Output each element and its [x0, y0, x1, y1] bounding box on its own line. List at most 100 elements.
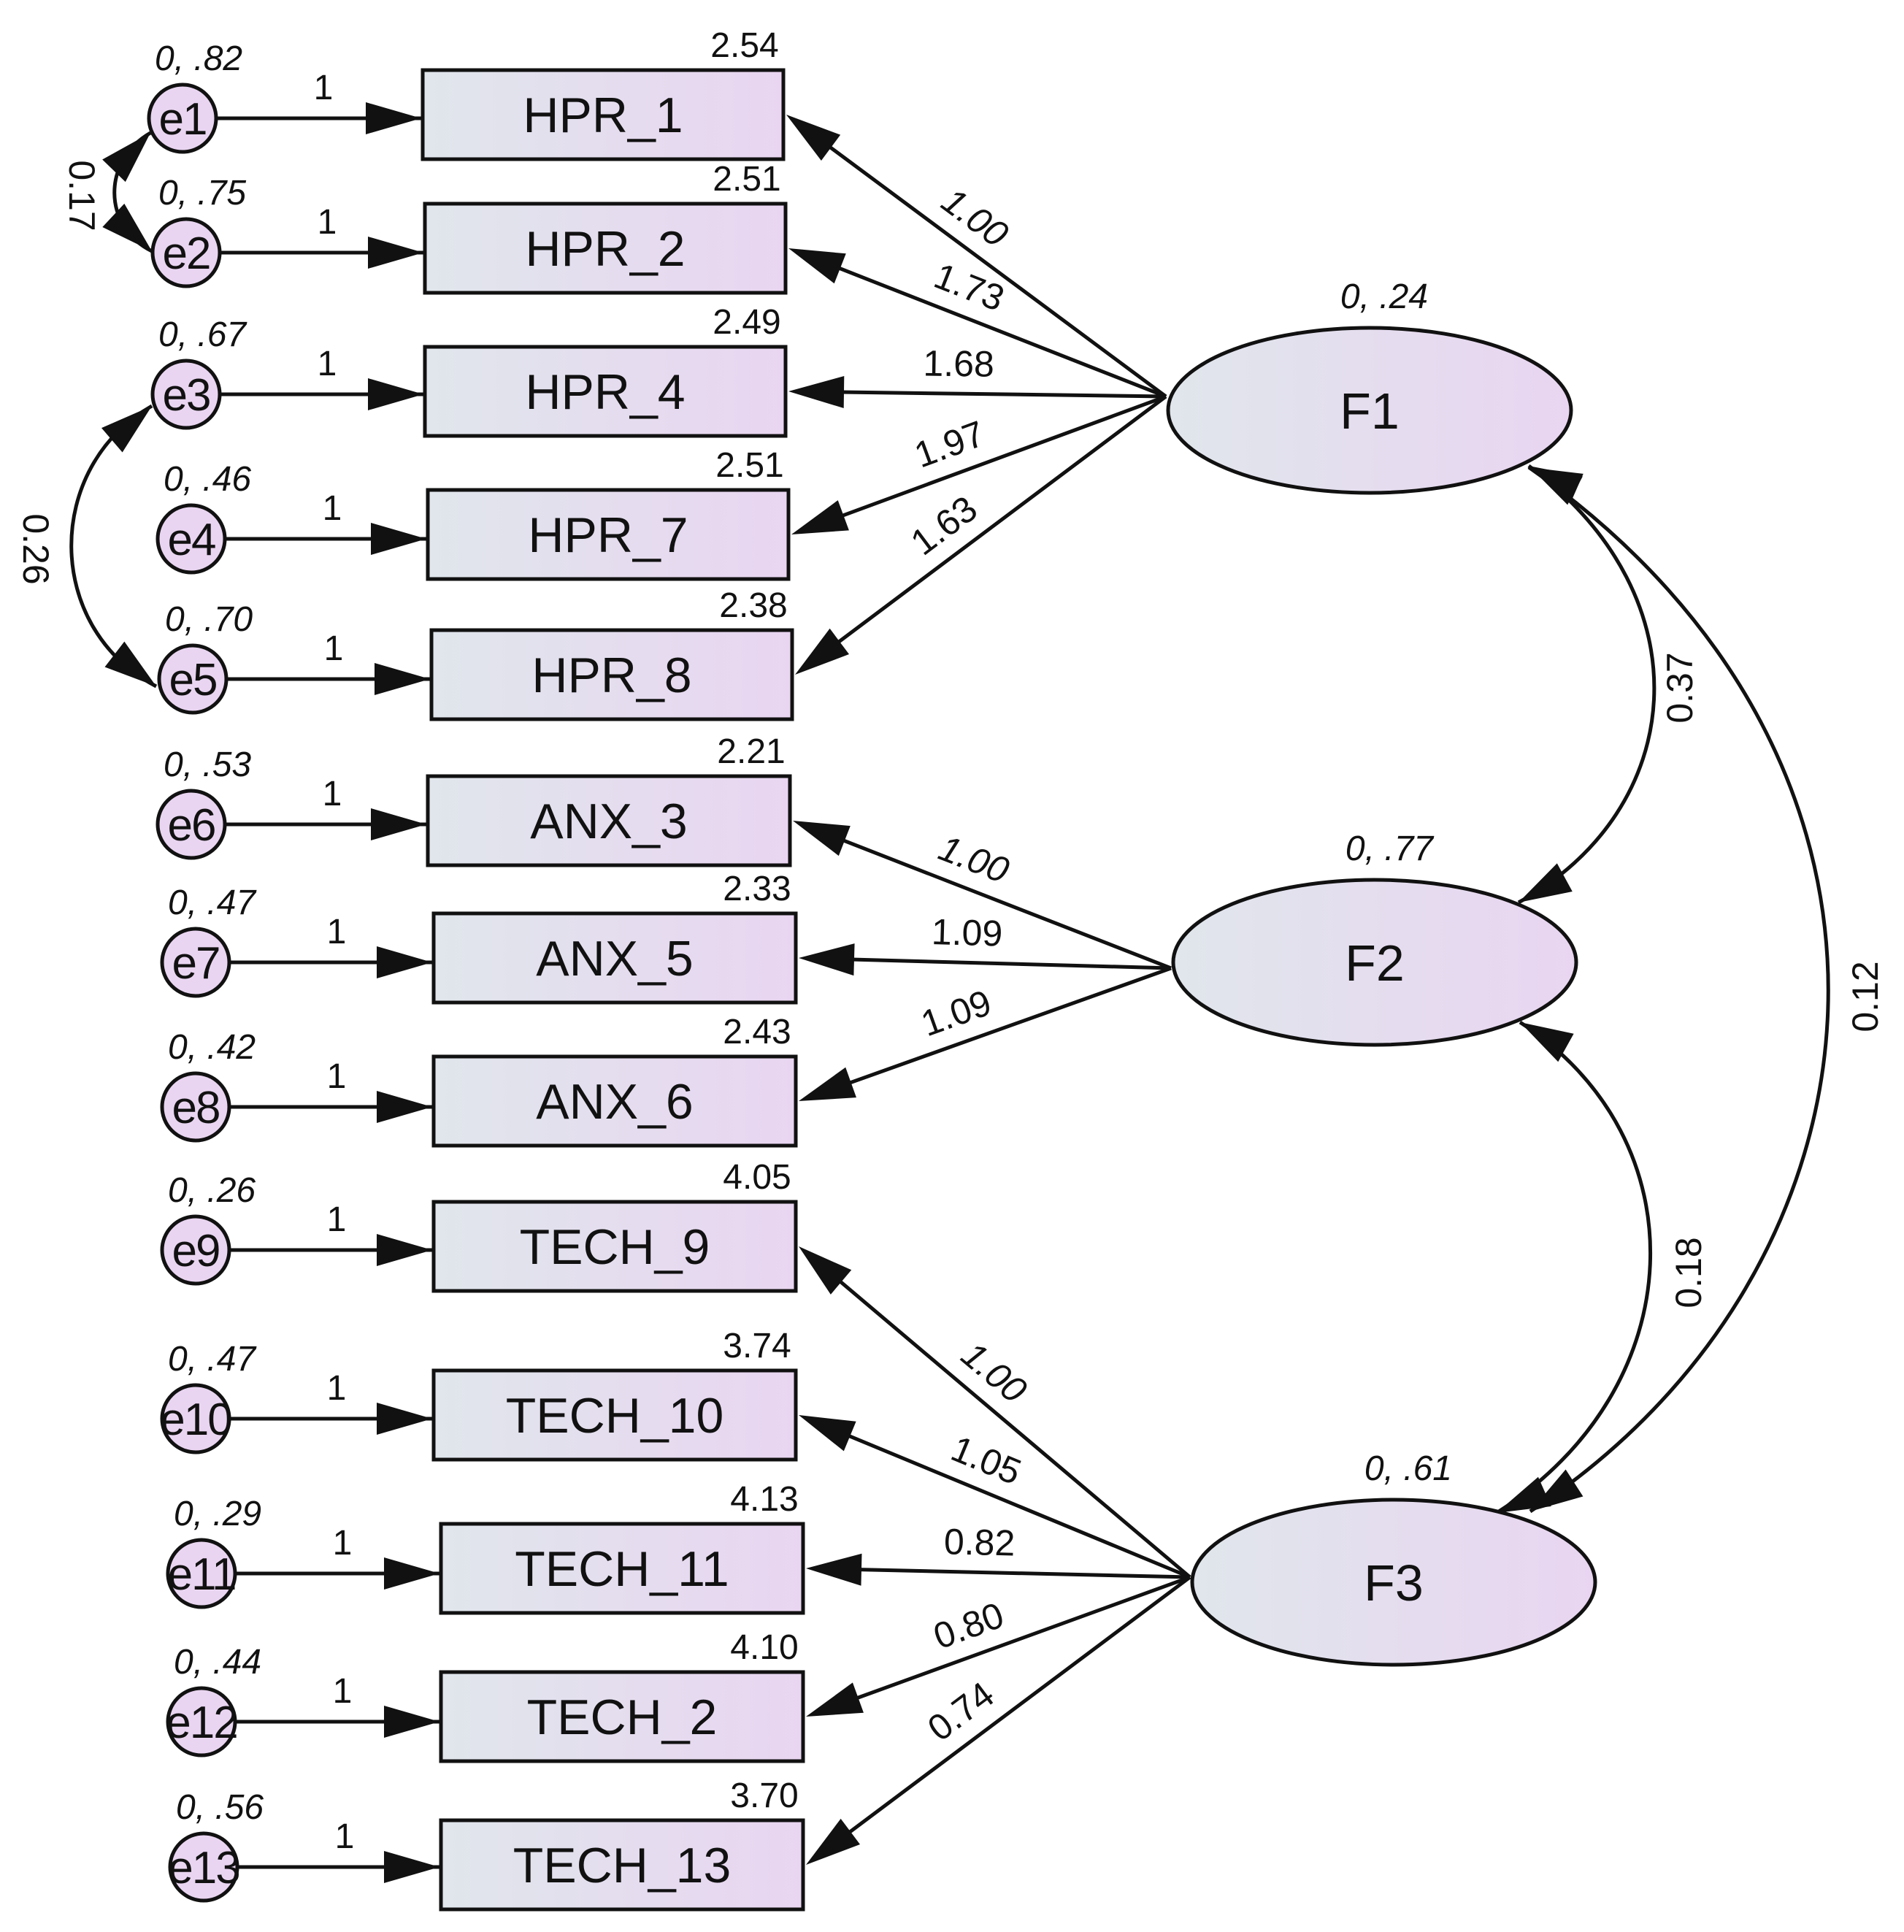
observed-anx-5: ANX_5 — [431, 911, 798, 1005]
covariance-value-label: 0.18 — [1668, 1237, 1709, 1308]
observed-hpr-8: HPR_8 — [429, 628, 794, 721]
loading-value-label: 1.09 — [931, 911, 1003, 954]
loading-value-label: 1.68 — [923, 342, 994, 384]
error-variance-label: 0, .47 — [168, 883, 257, 922]
latent-f2: F2 — [1171, 878, 1578, 1047]
loading-path — [808, 130, 1167, 399]
arrowhead — [788, 376, 845, 409]
error-label: e11 — [168, 1549, 236, 1600]
error-label: e12 — [166, 1698, 237, 1748]
intercept-label: 2.49 — [713, 303, 780, 342]
error-e13: e13 — [168, 1831, 241, 1903]
latent-label: F3 — [1364, 1555, 1424, 1611]
loading-value-label: 0.74 — [920, 1674, 1001, 1749]
loading-path — [817, 390, 1167, 399]
error-variance-label: 0, .53 — [164, 745, 251, 784]
arrowhead — [1529, 467, 1584, 504]
loading-value-label: 1.00 — [953, 1334, 1034, 1411]
observed-label: TECH_10 — [506, 1388, 724, 1444]
observed-box — [439, 1522, 805, 1615]
error-variance-label: 0, .46 — [164, 460, 251, 499]
fixed-weight-label: 1 — [314, 69, 334, 107]
intercept-label: 2.33 — [723, 870, 791, 908]
error-e11: e11 — [166, 1538, 237, 1609]
fixed-weight-label: 1 — [323, 489, 342, 528]
observed-box — [423, 345, 788, 438]
arrowhead — [806, 1553, 862, 1586]
arrowhead — [375, 663, 430, 695]
error-circle — [156, 503, 227, 575]
covariance-value-label: 0.17 — [61, 160, 102, 231]
intercept-label: 4.13 — [730, 1480, 798, 1519]
error-variance-label: 0, .47 — [168, 1340, 257, 1379]
fixed-weight-label: 1 — [333, 1672, 353, 1711]
observed-label: TECH_13 — [513, 1838, 732, 1893]
error-e7: e7 — [160, 927, 231, 998]
intercept-label: 2.21 — [717, 732, 785, 771]
latent-variance-label: 0, .61 — [1364, 1449, 1452, 1488]
fixed-weight-label: 1 — [318, 345, 337, 383]
observed-tech-10: TECH_10 — [431, 1368, 798, 1462]
arrowhead — [368, 378, 423, 410]
observed-label: TECH_11 — [515, 1541, 729, 1597]
fixed-weight-label: 1 — [327, 1200, 347, 1239]
arrowhead — [101, 406, 152, 453]
error-label: e5 — [169, 655, 217, 705]
arrowhead — [1530, 1469, 1584, 1511]
observed-tech-9: TECH_9 — [431, 1200, 798, 1293]
intercept-label: 3.70 — [730, 1776, 798, 1815]
arrowhead — [806, 1818, 861, 1865]
labels-layer: 2.542.512.492.512.382.212.332.434.053.74… — [15, 26, 1886, 1856]
error-variance-label: 0, .82 — [155, 39, 242, 78]
observed-box — [439, 1670, 805, 1763]
loading-path — [819, 1263, 1191, 1579]
error-circle — [150, 359, 222, 430]
error-circle — [168, 1831, 239, 1903]
error-circle — [166, 1686, 237, 1757]
fixed-weight-label: 1 — [327, 1057, 347, 1096]
arrowhead — [799, 1067, 856, 1101]
observed-label: ANX_3 — [530, 794, 687, 849]
arrowhead — [377, 946, 432, 978]
intercept-label: 2.54 — [710, 26, 778, 65]
loading-value-label: 1.63 — [903, 488, 984, 563]
arrowhead — [371, 808, 426, 840]
observed-tech-13: TECH_13 — [439, 1818, 805, 1912]
error-label: e1 — [159, 94, 207, 145]
loading-value-label: 0.82 — [943, 1521, 1016, 1563]
latent-label: F2 — [1345, 935, 1405, 992]
arrowhead — [368, 237, 423, 269]
error-label: e9 — [172, 1226, 220, 1276]
error-label: e2 — [163, 229, 210, 279]
observed-label: HPR_8 — [531, 648, 691, 703]
covariance-curve — [1517, 464, 1657, 905]
error-circle — [160, 1071, 231, 1143]
latent-f3: F3 — [1190, 1498, 1597, 1667]
error-label: e4 — [168, 515, 215, 565]
arrowhead — [799, 943, 855, 976]
latent-ellipse — [1166, 326, 1573, 495]
error-label: e13 — [168, 1843, 239, 1893]
error-variance-label: 0, .29 — [174, 1495, 261, 1533]
arrowhead — [1519, 863, 1573, 902]
observed-label: HPR_2 — [525, 221, 685, 277]
fixed-weight-label: 1 — [327, 1369, 347, 1408]
error-circle — [160, 1214, 231, 1286]
intercept-label: 3.74 — [723, 1327, 791, 1365]
loading-path — [825, 966, 1172, 1093]
arrowhead — [795, 628, 849, 675]
error-e1: e1 — [147, 83, 218, 154]
arrowhead — [384, 1557, 439, 1590]
covariance-curve — [1527, 465, 1830, 1514]
observed-box — [431, 1200, 798, 1293]
observed-label: TECH_9 — [520, 1219, 710, 1275]
arrowhead — [799, 1246, 852, 1295]
arrowhead — [384, 1706, 439, 1738]
observed-label: ANX_5 — [536, 931, 693, 986]
observed-box — [421, 68, 786, 161]
observed-box — [431, 1054, 798, 1148]
covariance-value-label: 0.26 — [15, 513, 56, 584]
observed-box — [431, 1368, 798, 1462]
error-variance-label: 0, .67 — [158, 315, 247, 354]
error-e4: e4 — [156, 503, 227, 575]
